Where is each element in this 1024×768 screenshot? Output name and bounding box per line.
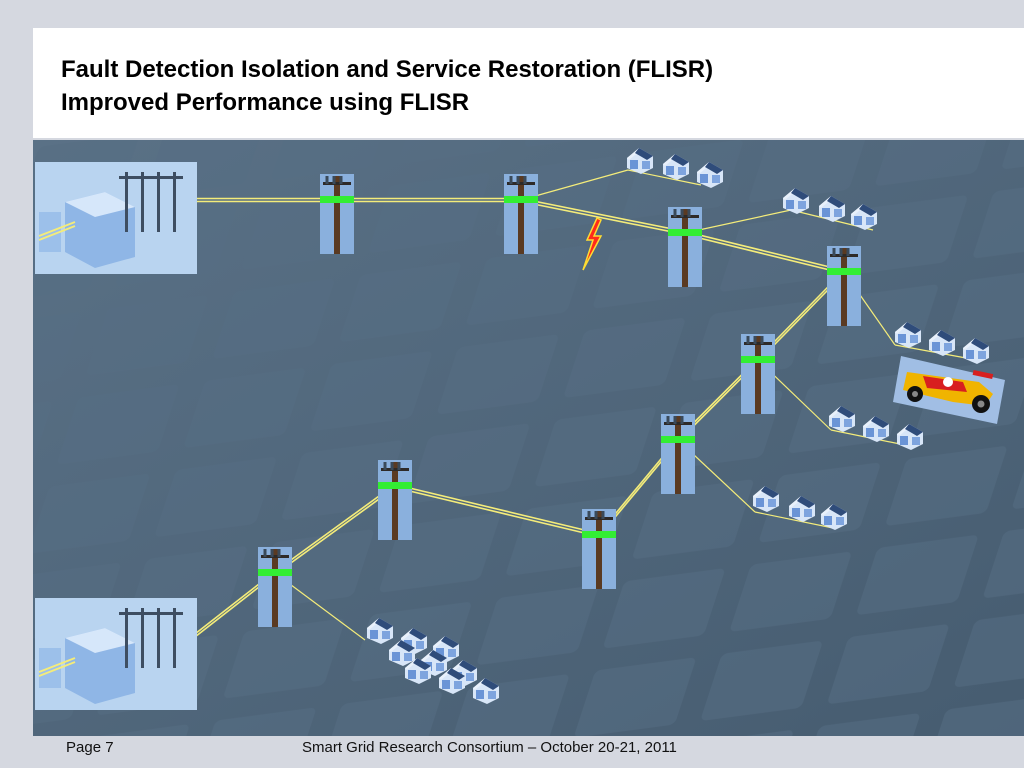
slide-subtitle: Improved Performance using FLISR — [61, 89, 470, 116]
power-lines — [192, 169, 978, 641]
recloser-switch-icon — [582, 531, 616, 538]
feeder-line — [394, 483, 600, 538]
recloser-switch-icon — [827, 268, 861, 275]
feeder-line — [684, 230, 845, 275]
substation-icon — [35, 598, 197, 710]
recloser-switch-icon — [378, 482, 412, 489]
recloser-switch-icon — [320, 196, 354, 203]
recloser-switch-icon — [258, 569, 292, 576]
feeder-line — [337, 197, 521, 203]
flisr-network-diagram — [33, 140, 1024, 736]
recloser-switch-icon — [504, 196, 538, 203]
feeder-line — [193, 197, 337, 203]
utility-pole-icon — [320, 174, 354, 254]
poles — [258, 174, 861, 627]
footer: Page 7 Smart Grid Research Consortium – … — [0, 736, 1024, 768]
utility-pole-icon — [378, 460, 412, 540]
utility-pole-icon — [258, 547, 292, 627]
utility-pole-icon — [827, 246, 861, 326]
utility-pole-icon — [504, 174, 538, 254]
service-lateral — [754, 511, 834, 529]
utility-pole-icon — [668, 207, 702, 287]
service-lateral — [684, 209, 792, 234]
utility-pole-icon — [741, 334, 775, 414]
page-number: Page 7 — [66, 739, 114, 756]
substation-icon — [35, 162, 197, 274]
feeder-line — [520, 197, 686, 236]
recloser-switch-icon — [741, 356, 775, 363]
race-car-icon — [893, 356, 1005, 424]
feeder-line — [274, 483, 396, 576]
footer-credit: Smart Grid Research Consortium – October… — [302, 739, 677, 756]
title-band: Fault Detection Isolation and Service Re… — [33, 28, 1024, 138]
utility-pole-icon — [582, 509, 616, 589]
recloser-switch-icon — [661, 436, 695, 443]
service-lateral — [520, 169, 629, 201]
recloser-switch-icon — [668, 229, 702, 236]
substations — [35, 162, 197, 710]
utility-pole-icon — [661, 414, 695, 494]
slide-title: Fault Detection Isolation and Service Re… — [61, 56, 714, 83]
fault-lightning-icon — [582, 216, 603, 271]
